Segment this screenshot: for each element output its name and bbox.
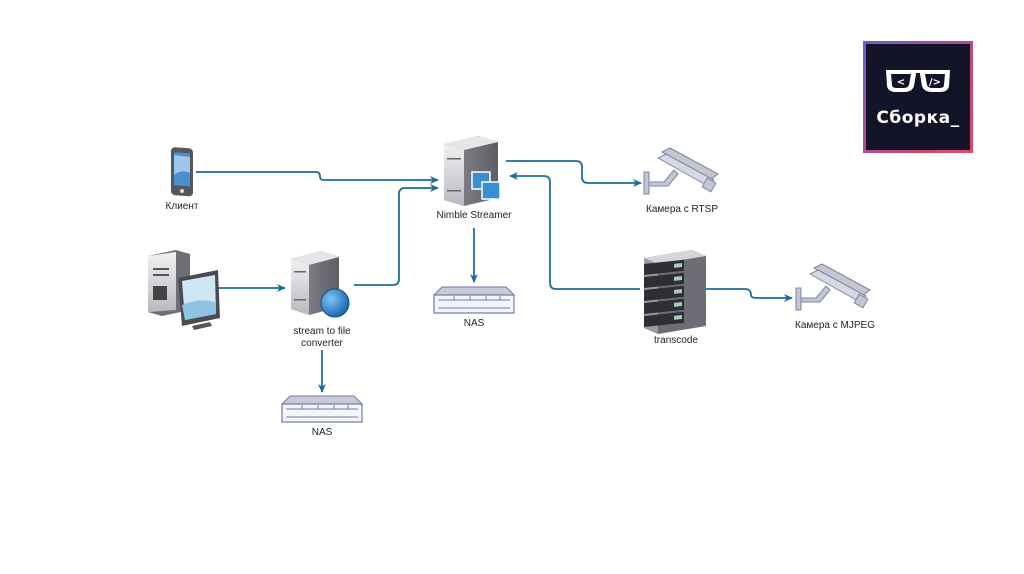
node-label-converter: stream to file converter	[272, 326, 372, 350]
server-windows-icon[interactable]	[444, 136, 501, 206]
edge-nimble-camera-rtsp	[506, 160, 642, 187]
node-label-nas1: NAS	[302, 427, 342, 439]
window-icon	[481, 181, 501, 200]
node-label-nas2: NAS	[454, 318, 494, 330]
node-label-camera-mjpeg: Камера с MJPEG	[780, 320, 890, 332]
code-bracket-right: />	[929, 77, 941, 88]
camera-icon[interactable]	[643, 147, 719, 195]
edge-transcode-camera-mjpeg	[706, 288, 793, 302]
node-label-transcode: transcode	[636, 335, 716, 347]
edge-transcode-nimble	[509, 172, 640, 290]
node-label-client: Клиент	[160, 201, 204, 213]
node-label-camera-rtsp: Камера с RTSP	[632, 204, 732, 216]
server-globe-icon[interactable]	[291, 251, 350, 318]
node-label-nimble: Nimble Streamer	[424, 210, 524, 222]
edge-client-nimble	[196, 171, 439, 184]
logo-text: Сборка_	[876, 108, 960, 128]
desktop-computer-icon[interactable]	[148, 250, 220, 330]
camera-icon[interactable]	[795, 263, 871, 311]
edges	[196, 160, 793, 393]
edge-converter-nimble	[354, 184, 439, 286]
sborka-logo: < /> Сборка_	[863, 41, 973, 153]
globe-icon	[320, 288, 350, 318]
nas-icon[interactable]	[432, 286, 516, 314]
code-bracket-left: <	[897, 77, 905, 88]
smartphone-icon[interactable]	[171, 147, 193, 197]
nas-icon[interactable]	[280, 395, 364, 423]
rack-server-icon[interactable]	[644, 250, 706, 334]
glasses-icon: < />	[886, 70, 950, 92]
